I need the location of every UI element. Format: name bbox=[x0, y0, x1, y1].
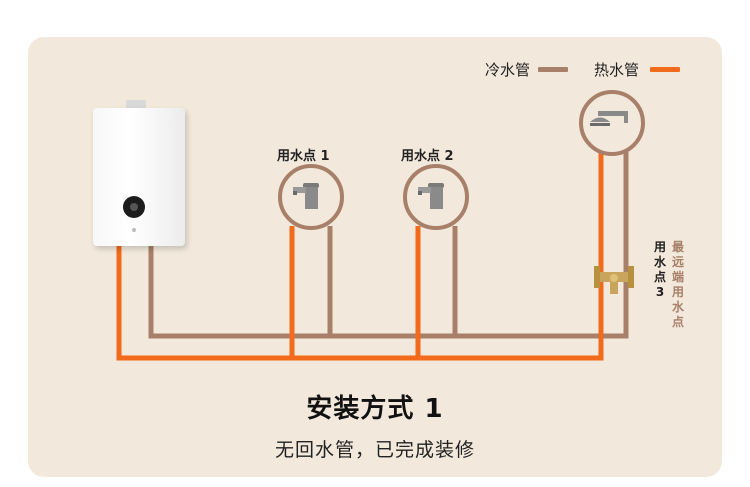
legend-hot-swatch bbox=[650, 67, 680, 72]
diagram-subtitle: 无回水管，已完成装修 bbox=[274, 439, 475, 461]
point3-label: 用水点3 bbox=[653, 240, 666, 299]
shower-icon bbox=[590, 111, 628, 126]
faucet-icon bbox=[418, 183, 444, 209]
cold-pipe-main bbox=[148, 246, 629, 339]
valve-icon bbox=[594, 266, 634, 294]
diagram-title: 安装方式 1 bbox=[306, 394, 444, 424]
legend-cold-label: 冷水管 bbox=[485, 61, 531, 79]
point3-circle bbox=[579, 90, 645, 156]
legend-cold-swatch bbox=[538, 67, 568, 72]
hot-pipe-main bbox=[116, 246, 604, 361]
point2-label: 用水点 2 bbox=[401, 149, 454, 164]
point1-label: 用水点 1 bbox=[277, 149, 330, 164]
heater-indicator-icon bbox=[132, 228, 136, 232]
point3-sublabel: 最远端用水点 bbox=[671, 240, 684, 329]
faucet-icon bbox=[293, 183, 319, 209]
water-heater-icon bbox=[93, 108, 185, 246]
legend-hot-label: 热水管 bbox=[594, 61, 640, 79]
heater-outlet bbox=[126, 100, 146, 109]
heater-knob-icon bbox=[123, 196, 145, 218]
